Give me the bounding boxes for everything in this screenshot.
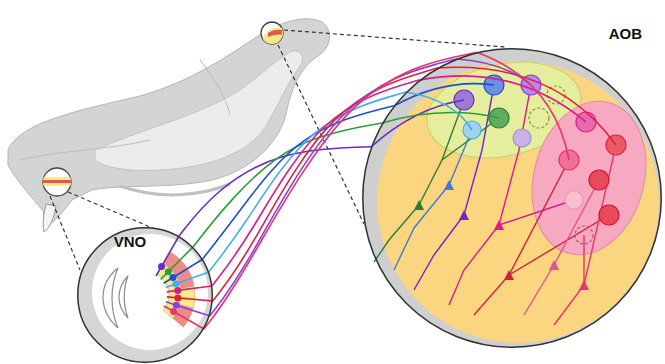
axon-connector — [193, 123, 382, 247]
organ-label: VNO — [114, 234, 147, 251]
aob-circle: AOB — [362, 26, 662, 350]
mitral-dendrite — [524, 265, 554, 315]
vno-section — [163, 252, 194, 289]
axon-connector — [210, 59, 456, 316]
axon-terminal — [394, 84, 494, 106]
glomerulus — [575, 226, 593, 244]
glomerulus — [599, 205, 619, 225]
vno-neuron-body — [158, 263, 181, 315]
glomerulus — [589, 170, 609, 190]
vno-neuron-body — [170, 274, 177, 281]
mitral-dendrite — [442, 118, 499, 160]
glomerulus — [454, 75, 626, 244]
zoom-line — [284, 30, 505, 47]
mitral-cell — [579, 280, 589, 290]
locator-circle — [262, 28, 283, 45]
vno-neuron-body — [173, 302, 180, 309]
mitral-dendrite — [554, 285, 584, 325]
vno-neuron — [167, 286, 212, 292]
glomerulus — [565, 191, 583, 209]
circle-border — [363, 49, 661, 347]
mitral-cell — [549, 260, 559, 270]
vno-circle: VNO — [77, 227, 213, 363]
locator-circle — [40, 22, 283, 196]
locator-circle — [40, 177, 74, 186]
vno-neuron — [156, 236, 179, 276]
vno-section — [77, 227, 213, 363]
mitral-cell — [494, 220, 504, 230]
locator-circle — [261, 22, 283, 44]
mitral-dendrite — [449, 225, 499, 305]
axon-terminal — [371, 52, 616, 160]
circle-border — [78, 228, 212, 362]
zoom-line — [50, 196, 80, 270]
vno-neuron — [166, 272, 209, 288]
axon-connector — [212, 80, 419, 286]
mitral-dendrite — [419, 100, 464, 205]
axon-terminal — [382, 113, 499, 123]
skull-drawing — [8, 19, 330, 226]
mitral-cell — [504, 270, 514, 280]
mitral-dendrite — [414, 215, 464, 290]
mitral-cell — [459, 210, 469, 220]
mitral-cell — [414, 200, 424, 210]
vno-neuron-body — [170, 308, 177, 315]
skull-drawing — [120, 184, 230, 195]
axon-terminal — [476, 52, 569, 160]
vno-section — [92, 234, 208, 350]
vno-section — [77, 227, 213, 363]
glomerulus — [529, 108, 549, 128]
vno-neuron-body — [173, 280, 180, 287]
mitral-dendrite — [499, 85, 531, 225]
vno-neuron-body — [174, 294, 181, 301]
organ-label: AOB — [609, 26, 642, 43]
vno-neuron-body — [158, 263, 165, 270]
axon-terminal — [406, 92, 472, 130]
skull-drawing — [43, 204, 56, 232]
vno-neuron — [167, 297, 213, 301]
skull-drawing — [200, 60, 230, 115]
skull-drawing — [20, 140, 150, 160]
vno-neuron-body — [165, 268, 172, 275]
mitral-dendrite — [394, 185, 449, 270]
locator-circle — [40, 177, 74, 186]
skull-drawing — [95, 51, 302, 171]
axon-connector — [204, 52, 476, 329]
locator-circle — [40, 180, 74, 183]
mitral-dendrite — [509, 215, 609, 275]
mitral-dendrite — [583, 235, 584, 285]
vno-neuron — [164, 306, 204, 329]
vno-section — [103, 268, 118, 328]
axon-connector — [209, 92, 406, 272]
vno-neuron — [156, 236, 213, 329]
mitral-dendrite — [554, 180, 599, 265]
locator-circle — [262, 28, 283, 45]
circle-outline — [362, 26, 662, 350]
mitral-dendrite — [374, 85, 616, 325]
mitral-cell — [414, 180, 589, 290]
axon-terminal — [437, 67, 616, 145]
vno-neuron — [166, 302, 210, 316]
locator-circle — [268, 30, 282, 37]
axon-connector — [203, 106, 394, 259]
mitral-dendrite — [374, 205, 419, 262]
vno-neuron-body — [174, 287, 181, 294]
skull-drawing — [8, 19, 330, 232]
glomerulus — [513, 129, 531, 147]
axon-terminal — [456, 59, 531, 85]
vno-section — [119, 276, 128, 318]
vno-neuron — [164, 259, 203, 283]
mitral-dendrite — [474, 275, 509, 315]
axon-terminal — [420, 76, 586, 122]
aob-section — [362, 48, 662, 348]
mitral-cell — [444, 180, 454, 190]
aob-section — [362, 48, 662, 348]
